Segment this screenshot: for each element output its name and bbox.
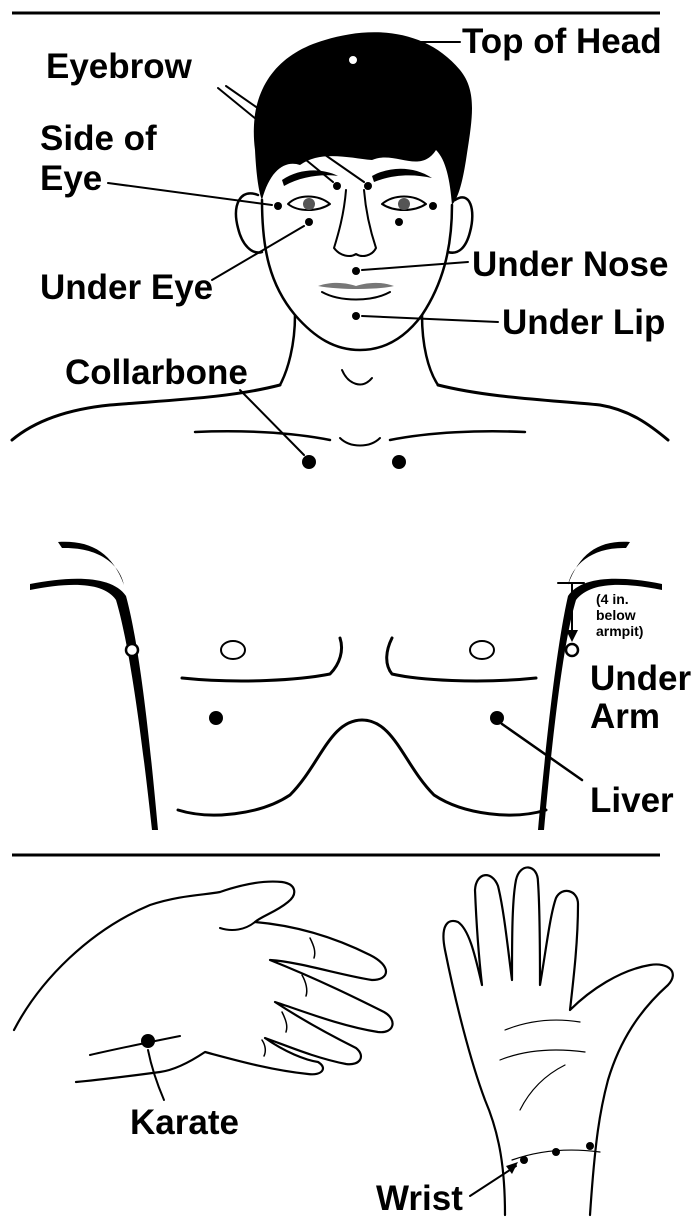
right-arm-top bbox=[568, 542, 630, 585]
left-knuckle-3 bbox=[282, 1012, 287, 1032]
side-of-eye-label-line1: Side of bbox=[40, 119, 157, 158]
left-nipple bbox=[221, 641, 245, 659]
lower-lip bbox=[322, 292, 390, 300]
sternal-notch bbox=[340, 438, 380, 446]
palm-line-2 bbox=[500, 1050, 585, 1060]
left-thumb bbox=[220, 922, 255, 930]
eyebrow-label: Eyebrow bbox=[46, 47, 193, 86]
side-of-eye-point-right bbox=[429, 202, 437, 210]
wrist-label: Wrist bbox=[376, 1179, 463, 1218]
upper-lip bbox=[318, 283, 394, 289]
under-arm-label-line1: Under bbox=[590, 659, 691, 698]
nose bbox=[334, 190, 376, 256]
left-knuckle-2 bbox=[302, 975, 307, 996]
left-pectoral bbox=[182, 638, 342, 681]
right-eyebrow bbox=[372, 169, 432, 182]
torso-illustration bbox=[30, 542, 662, 830]
top-of-head-point bbox=[348, 55, 358, 65]
side-of-eye-point-left bbox=[274, 202, 282, 210]
torso-tapping-points bbox=[126, 583, 584, 780]
under-eye-leader bbox=[212, 226, 304, 280]
under-nose-leader bbox=[362, 262, 468, 270]
under-eye-label: Under Eye bbox=[40, 268, 213, 307]
karate-chop-point bbox=[141, 1034, 155, 1048]
under-arm-label-line2: Arm bbox=[590, 697, 660, 736]
wrist-leader bbox=[470, 1166, 516, 1196]
collarbone-point-left bbox=[302, 455, 316, 469]
under-arm-point-left bbox=[126, 644, 138, 656]
under-nose-label: Under Nose bbox=[472, 245, 668, 284]
left-knuckle-1 bbox=[310, 938, 315, 958]
karate-label: Karate bbox=[130, 1103, 239, 1142]
adams-apple bbox=[342, 370, 372, 384]
under-arm-note-line2: below bbox=[596, 607, 636, 623]
liver-label: Liver bbox=[590, 781, 674, 820]
right-pectoral bbox=[387, 638, 536, 681]
left-hand-outline bbox=[14, 882, 393, 1082]
under-eye-point-left bbox=[305, 218, 313, 226]
palm-line-3 bbox=[520, 1065, 565, 1110]
right-hand-outline bbox=[443, 867, 672, 1215]
left-wrist-edge bbox=[90, 1036, 180, 1055]
left-iris bbox=[303, 198, 315, 210]
wrist-point-1 bbox=[520, 1156, 528, 1164]
under-arm-note-line3: armpit) bbox=[596, 623, 643, 639]
top-of-head-label: Top of Head bbox=[462, 22, 662, 61]
under-arm-point-right bbox=[566, 644, 578, 656]
right-hand-illustration bbox=[443, 867, 672, 1215]
wrist-point-3 bbox=[586, 1142, 594, 1150]
right-collarbone-line bbox=[390, 431, 525, 440]
ribcage bbox=[178, 720, 546, 815]
right-iris bbox=[398, 198, 410, 210]
karate-leader bbox=[148, 1050, 164, 1100]
right-nipple bbox=[470, 641, 494, 659]
liver-leader bbox=[502, 724, 582, 780]
under-eye-point-right bbox=[395, 218, 403, 226]
left-knuckle-4 bbox=[262, 1040, 265, 1056]
collarbone-point-right bbox=[392, 455, 406, 469]
under-lip-leader bbox=[362, 316, 498, 322]
left-hand-illustration bbox=[14, 882, 393, 1100]
liver-point-left bbox=[209, 711, 223, 725]
eyebrow-point-right bbox=[364, 182, 372, 190]
side-of-eye-label-line2: Eye bbox=[40, 159, 102, 198]
collarbone-leader bbox=[240, 390, 304, 455]
under-arm-note-line1: (4 in. bbox=[596, 591, 629, 607]
under-lip-label: Under Lip bbox=[502, 303, 665, 342]
left-arm-top bbox=[58, 542, 124, 585]
neck-left bbox=[280, 315, 295, 385]
under-lip-point bbox=[352, 312, 360, 320]
armpit-arrow-icon bbox=[566, 630, 578, 642]
left-collarbone-line bbox=[195, 431, 330, 440]
neck-right bbox=[422, 315, 438, 385]
left-arm-side bbox=[30, 579, 158, 830]
collarbone-label: Collarbone bbox=[65, 353, 248, 392]
eyebrow-point-left bbox=[333, 182, 341, 190]
wrist-point-2 bbox=[552, 1148, 560, 1156]
under-nose-point bbox=[352, 267, 360, 275]
palm-line-1 bbox=[505, 1020, 580, 1030]
